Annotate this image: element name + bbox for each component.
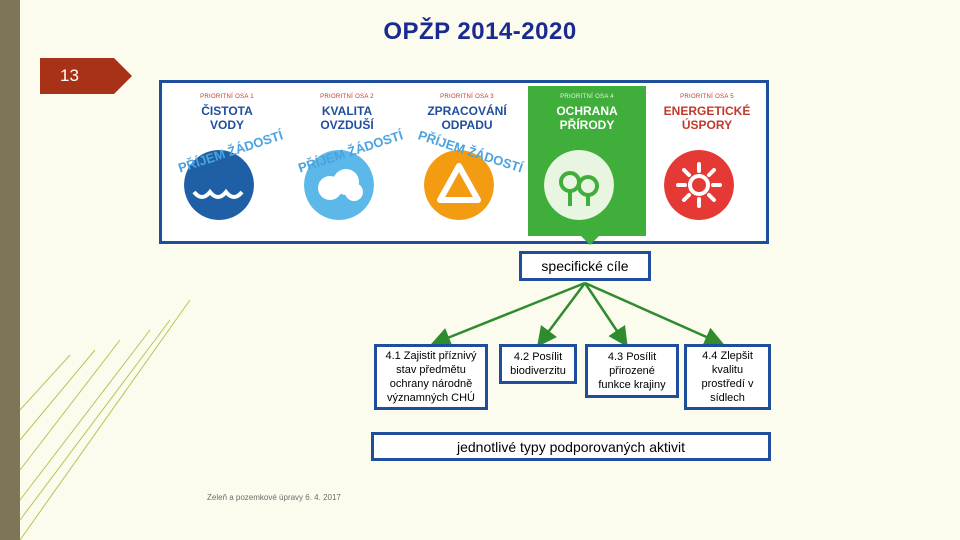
axis-title-line2: ÚSPORY (681, 118, 733, 132)
arrow-to-goal-1 (430, 281, 586, 347)
recycle-triangle-icon (424, 150, 494, 220)
axis-title-line2: ODPADU (441, 118, 493, 132)
priority-axes-panel: PRIORITNÍ OSA 1 ČISTOTA VODY PŘÍJEM ŽÁDO… (159, 80, 769, 245)
arrow-to-goal-2 (537, 282, 586, 347)
axis-title-line2: PŘÍRODY (559, 118, 615, 132)
axis-label: PRIORITNÍ OSA 2 (320, 94, 374, 100)
priority-axis-1: PRIORITNÍ OSA 1 ČISTOTA VODY PŘÍJEM ŽÁDO… (168, 86, 286, 238)
axis-label: PRIORITNÍ OSA 1 (200, 94, 254, 100)
water-icon (184, 150, 254, 220)
slide-footer: Zeleň a pozemkové úpravy 6. 4. 2017 (207, 493, 341, 502)
slide-number: 13 (60, 66, 79, 85)
priority-axis-2: PRIORITNÍ OSA 2 KVALITA OVZDUŠÍ PŘÍJEM Ž… (288, 86, 406, 238)
goal-box-4-1: 4.1 Zajistit příznivý stav předmětu ochr… (374, 344, 488, 410)
axis-label: PRIORITNÍ OSA 4 (560, 94, 614, 100)
slide-title: OPŽP 2014-2020 (383, 18, 577, 45)
cloud-icon (304, 150, 374, 220)
axis-title-line1: OCHRANA (556, 104, 618, 118)
axis-title-line2: OVZDUŠÍ (320, 118, 374, 132)
tree-icon (544, 150, 614, 220)
left-accent-bar (0, 0, 20, 540)
axis-title-line1: ČISTOTA (201, 104, 253, 118)
axis-title-line1: ENERGETICKÉ (663, 104, 751, 118)
axis-label: PRIORITNÍ OSA 5 (680, 94, 734, 100)
specific-goals-box: specifické cíle (519, 251, 651, 281)
priority-axis-4: PRIORITNÍ OSA 4 OCHRANA PŘÍRODY (528, 86, 646, 236)
axis-title-line1: KVALITA (321, 104, 373, 118)
axis-title-line2: VODY (209, 118, 244, 132)
priority-axis-5: PRIORITNÍ OSA 5 ENERGETICKÉ ÚSPORY (648, 86, 766, 238)
priority-axis-3: PRIORITNÍ OSA 3 ZPRACOVÁNÍ ODPADU PŘÍJEM… (408, 86, 526, 238)
arrow-to-goal-4 (584, 281, 725, 347)
goal-box-4-3: 4.3 Posílit přirozené funkce krajiny (585, 344, 679, 398)
arrow-to-goal-3 (583, 282, 628, 348)
slide-number-tab (40, 58, 132, 94)
goal-box-4-2: 4.2 Posílit biodiverzitu (499, 344, 577, 384)
sun-icon (664, 150, 734, 220)
axis-label: PRIORITNÍ OSA 3 (440, 94, 494, 100)
highlight-pointer (580, 235, 600, 245)
axis-title-line1: ZPRACOVÁNÍ (427, 104, 507, 118)
activities-box: jednotlivé typy podporovaných aktivit (371, 432, 771, 461)
decorative-stripes (19, 299, 191, 540)
goal-box-4-4: 4.4 Zlepšit kvalitu prostředí v sídlech (684, 344, 771, 410)
